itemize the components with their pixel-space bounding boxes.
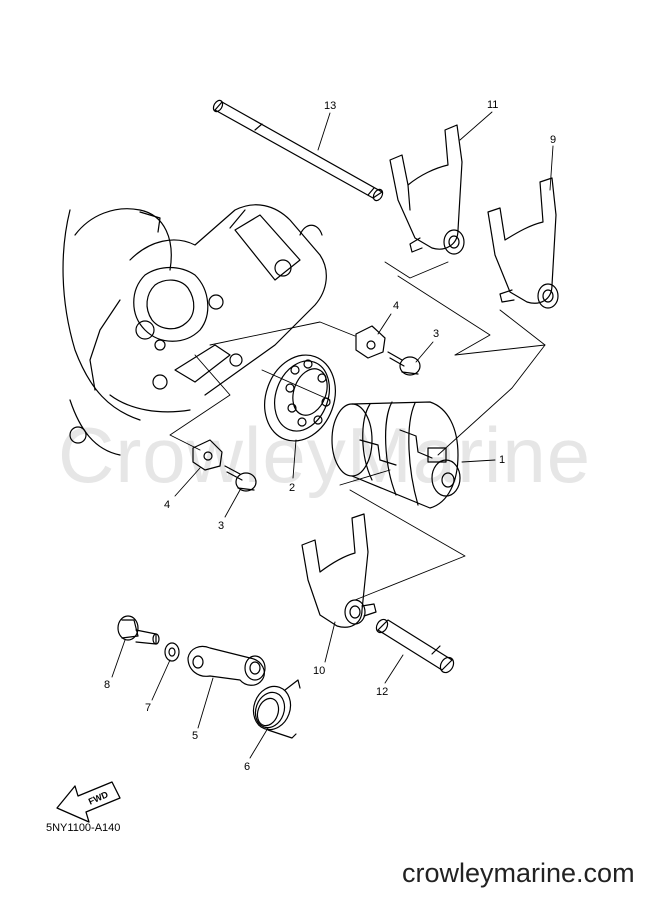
callout-3-upper: 3 [433,328,440,340]
callout-9: 9 [550,134,557,146]
callout-11: 11 [487,99,499,111]
part-1-shift-drum [331,401,461,509]
callout-2: 2 [289,482,296,494]
part-11-shift-fork [389,124,465,255]
part-4-stopper-plate-lower [192,439,223,471]
crankcase-outline [62,204,327,456]
callout-4-lower: 4 [164,499,171,511]
callout-1: 1 [499,454,506,466]
callout-leaders [111,111,554,759]
callout-3-lower: 3 [218,520,225,532]
callout-6: 6 [244,761,251,773]
part-12-short-shaft [375,618,455,674]
part-2-bearing [264,354,336,442]
callout-8: 8 [104,679,111,691]
part-3-screw-lower [224,465,257,492]
part-4-stopper-plate-upper [355,325,386,359]
part-5-stopper-lever [187,645,266,686]
part-7-washer [164,642,180,662]
part-13-shift-fork-shaft [212,99,384,202]
site-footer-link[interactable]: crowleymarine.com [402,858,635,888]
part-3-screw-upper [387,351,421,376]
part-6-torsion-spring [252,679,301,739]
callout-4-upper: 4 [393,300,400,312]
watermark: CrowleyMarine [58,411,592,499]
diagram-code: 5NY1100-A140 [46,822,121,834]
part-10-shift-fork [301,513,377,628]
callout-13: 13 [324,100,337,112]
callout-5: 5 [192,730,199,742]
callout-7: 7 [145,702,152,714]
callout-12: 12 [376,686,389,698]
fwd-arrow-icon [56,781,121,823]
part-8-bolt [117,615,160,645]
guide-lines [169,261,546,601]
part-9-shift-fork [487,177,559,309]
callout-10: 10 [313,665,326,677]
